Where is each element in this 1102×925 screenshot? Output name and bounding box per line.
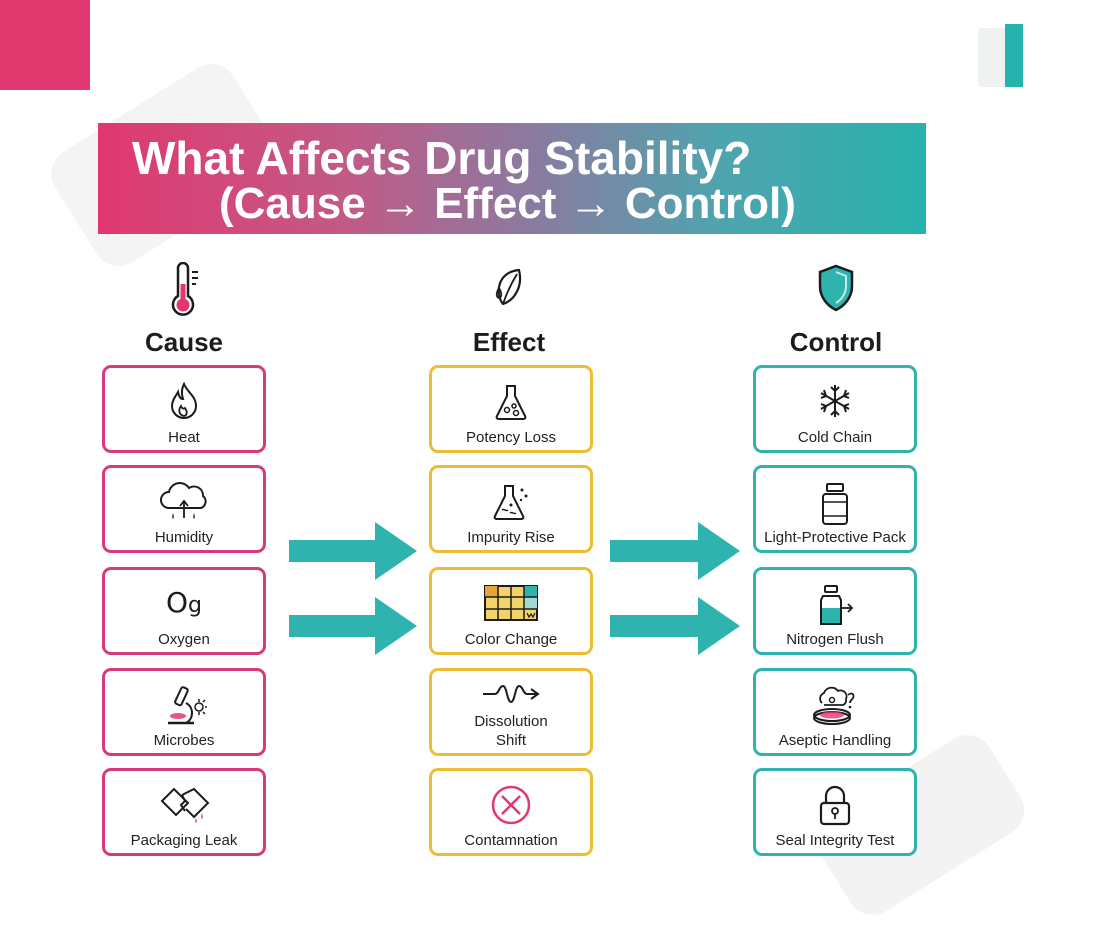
color-grid-icon xyxy=(484,585,538,621)
flask-icon xyxy=(495,385,527,420)
effect-card-impurity-rise: Impurity Rise xyxy=(429,465,593,553)
cause-label: Microbes xyxy=(153,732,215,749)
cause-card-microbes: Microbes xyxy=(102,668,266,756)
effect-label: Dissolution Shift xyxy=(432,712,590,750)
effect-card-dissolution-shift: Dissolution Shift xyxy=(429,668,593,756)
shield-icon xyxy=(818,264,854,312)
effect-card-contamination: Contamnation xyxy=(429,768,593,856)
title-banner: What Affects Drug Stability? (Cause → Ef… xyxy=(98,123,926,234)
effect-heading: Effect xyxy=(472,327,546,357)
petri-dish-icon xyxy=(813,686,855,725)
cause-label: Packaging Leak xyxy=(130,832,238,849)
cause-label: Heat xyxy=(168,429,200,446)
cause-card-heat: Heat xyxy=(102,365,266,453)
effect-card-potency-loss: Potency Loss xyxy=(429,365,593,453)
oxygen-glyph-sub: g xyxy=(188,593,203,618)
microscope-icon xyxy=(168,686,207,725)
effect-label: Impurity Rise xyxy=(467,529,555,546)
oxygen-icon: Og xyxy=(166,586,202,619)
corner-accent-teal xyxy=(1005,24,1023,87)
bottle-icon xyxy=(822,483,848,525)
circle-x-icon xyxy=(491,785,531,825)
control-card-seal-integrity-test: Seal Integrity Test xyxy=(753,768,917,856)
control-label: Nitrogen Flush xyxy=(786,631,884,648)
control-label: Seal Integrity Test xyxy=(775,832,895,849)
control-card-aseptic-handling: Aseptic Handling xyxy=(753,668,917,756)
broken-package-icon xyxy=(160,787,210,823)
cause-header: Cause xyxy=(99,262,269,358)
wave-arrow-icon xyxy=(483,684,540,704)
title-line-1: What Affects Drug Stability? xyxy=(132,132,752,184)
leaf-drop-icon xyxy=(495,268,522,306)
arrow-cause-to-effect-2 xyxy=(289,597,417,655)
cause-label: Oxygen xyxy=(158,631,210,648)
corner-accent-pink xyxy=(0,0,90,90)
vial-arrow-icon xyxy=(820,585,854,625)
effect-label: Color Change xyxy=(464,631,558,648)
control-header: Control xyxy=(751,262,921,358)
cause-card-packaging-leak: Packaging Leak xyxy=(102,768,266,856)
corner-accent-soft xyxy=(978,28,1005,87)
rain-cloud-icon xyxy=(160,482,207,519)
cause-label: Humidity xyxy=(154,529,214,546)
thermometer-icon xyxy=(171,262,198,316)
cause-card-oxygen: Og Oxygen xyxy=(102,567,266,655)
control-card-light-protective-pack: Light-Protective Pack xyxy=(753,465,917,553)
title-line-2: (Cause → Effect → Control) xyxy=(219,179,796,228)
control-label: Light-Protective Pack xyxy=(764,529,906,546)
control-label: Aseptic Handling xyxy=(778,732,892,749)
effect-label: Contamnation xyxy=(464,832,558,849)
padlock-icon xyxy=(819,785,851,826)
effect-header: Effect xyxy=(424,262,594,358)
effect-label-line-1: Dissolution xyxy=(474,713,548,730)
effect-label: Potency Loss xyxy=(465,429,557,446)
control-card-cold-chain: Cold Chain xyxy=(753,365,917,453)
control-heading: Control xyxy=(789,327,883,357)
control-card-nitrogen-flush: Nitrogen Flush xyxy=(753,567,917,655)
effect-label-line-2: Shift xyxy=(495,732,526,749)
oxygen-glyph: O xyxy=(165,586,189,619)
flame-icon xyxy=(170,382,198,419)
snowflake-icon xyxy=(820,385,850,417)
arrow-effect-to-control-1 xyxy=(610,522,740,580)
effect-card-color-change: Color Change xyxy=(429,567,593,655)
cause-card-humidity: Humidity xyxy=(102,465,266,553)
cause-heading: Cause xyxy=(144,327,224,357)
control-label: Cold Chain xyxy=(797,429,873,446)
flask-particles-icon xyxy=(493,485,528,520)
arrow-effect-to-control-2 xyxy=(610,597,740,655)
arrow-cause-to-effect-1 xyxy=(289,522,417,580)
